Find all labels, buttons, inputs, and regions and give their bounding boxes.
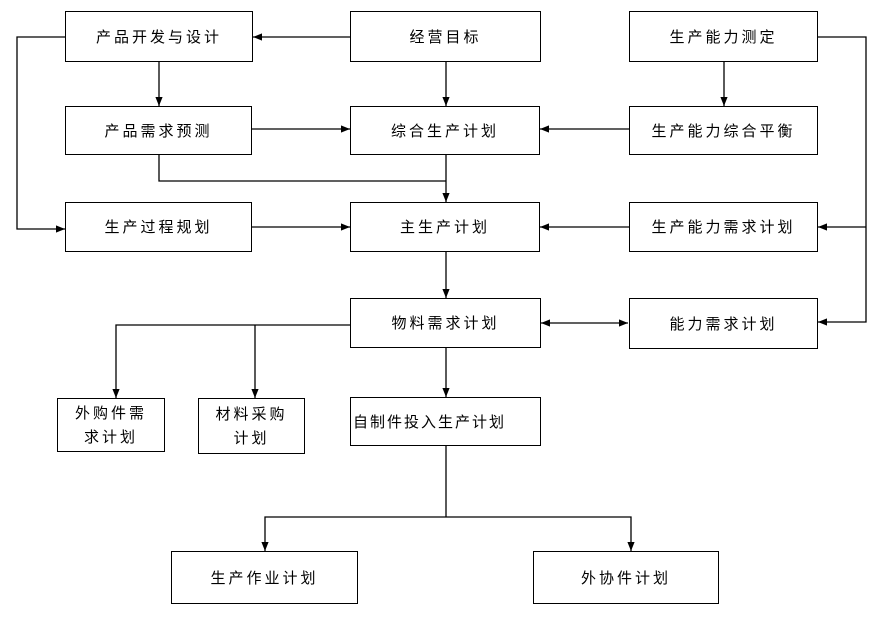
edge-design-to-process <box>16 36 65 233</box>
node-purchased-parts: 外购件需 求计划 <box>57 398 165 452</box>
node-master-schedule: 主生产计划 <box>350 202 540 252</box>
node-operations-plan: 生产作业计划 <box>171 551 358 604</box>
node-process-planning: 生产过程规划 <box>65 202 252 252</box>
edge-measure-right-rail <box>818 36 867 326</box>
edge-mrp-left-branch <box>112 324 350 398</box>
node-in-house-parts: 自制件投入生产计划 <box>350 397 541 446</box>
node-capacity-demand-plan: 生产能力需求计划 <box>629 202 818 252</box>
node-capacity-balance: 生产能力综合平衡 <box>629 106 818 155</box>
node-aggregate-plan: 综合生产计划 <box>350 106 540 155</box>
node-business-goal: 经营目标 <box>350 11 541 62</box>
node-demand-forecast: 产品需求预测 <box>65 106 252 155</box>
node-capacity-requirements: 能力需求计划 <box>629 298 818 349</box>
edge-inhouse-branch <box>261 516 635 551</box>
node-material-purchasing: 材料采购 计划 <box>198 398 305 454</box>
node-outsourced-parts: 外协件计划 <box>533 551 719 604</box>
edge-forecast-to-master <box>158 155 446 182</box>
node-mrp: 物料需求计划 <box>350 298 541 348</box>
node-product-design: 产品开发与设计 <box>65 11 253 62</box>
node-capacity-measure: 生产能力测定 <box>629 11 818 62</box>
